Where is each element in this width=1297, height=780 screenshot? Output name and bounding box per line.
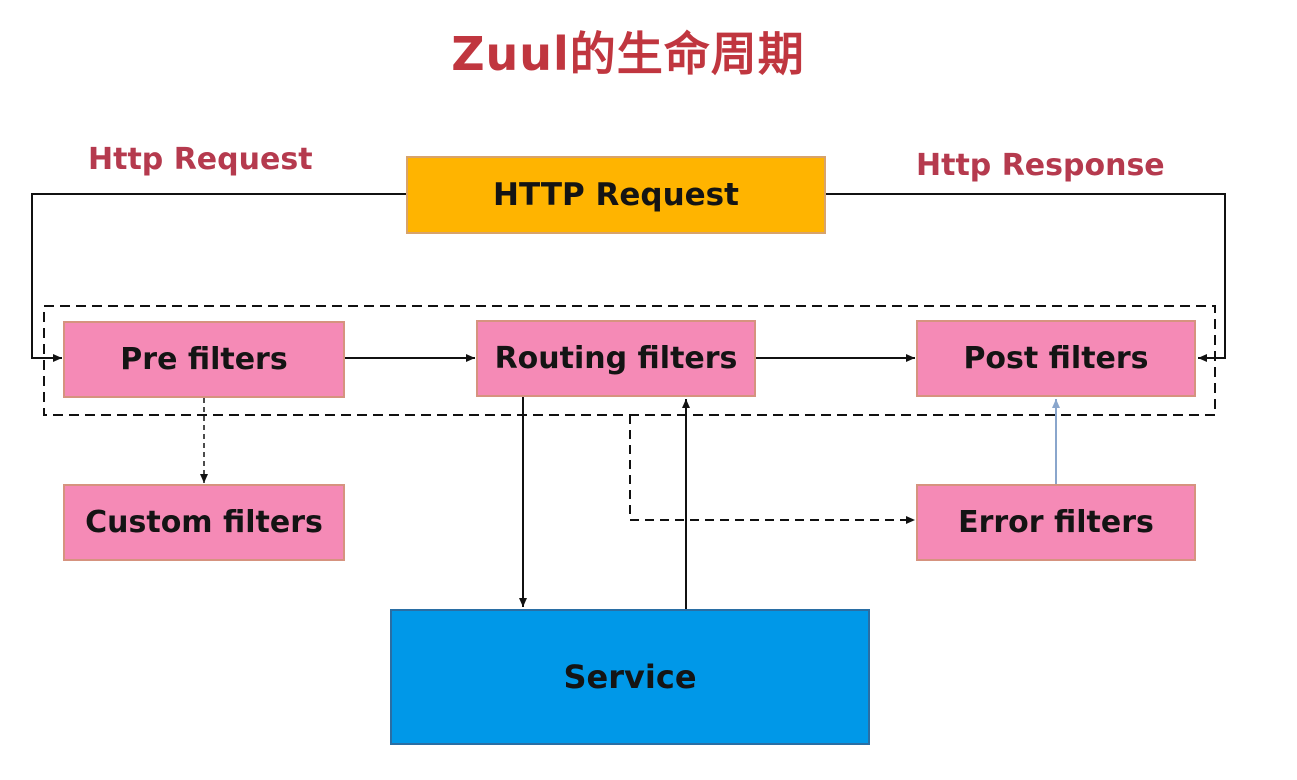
service-node: Service — [390, 609, 870, 745]
request-to-post-arrow — [826, 193, 1226, 362]
routing-to-error-arrow — [629, 415, 915, 524]
request-to-pre-arrow — [31, 193, 406, 362]
http-request-node: HTTP Request — [406, 156, 826, 234]
error-filters-node: Error filters — [916, 484, 1196, 561]
pre-filters-node: Pre filters — [63, 321, 345, 398]
custom-filters-node: Custom filters — [63, 484, 345, 561]
http-response-label: Http Response — [916, 148, 1165, 183]
routing-filters-node: Routing filters — [476, 320, 756, 397]
diagram-title: Zuul的生命周期 — [451, 27, 805, 81]
post-filters-node: Post filters — [916, 320, 1196, 397]
http-request-label: Http Request — [88, 142, 313, 177]
